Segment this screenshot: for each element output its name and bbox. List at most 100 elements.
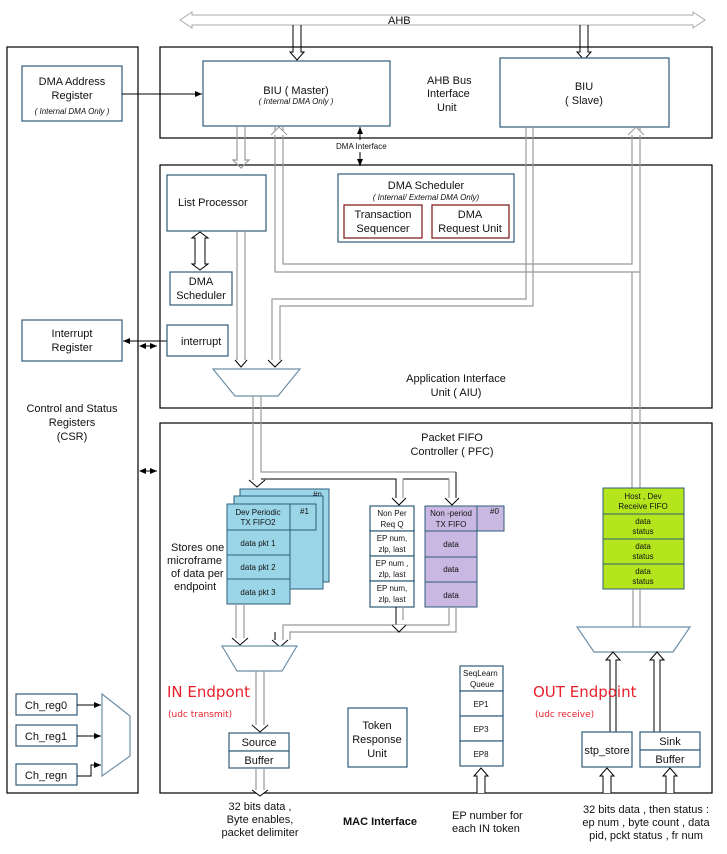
- svg-text:Host , Dev: Host , Dev: [624, 492, 661, 501]
- ahb-bus: AHB: [179, 11, 706, 29]
- periodic-fifo-arrowhead: [248, 479, 266, 488]
- svg-text:microframe: microframe: [167, 555, 222, 567]
- list-processor: List Processor: [166, 174, 267, 232]
- biu-slave: BIU ( Slave): [499, 57, 670, 128]
- seqlearn-row: [459, 690, 504, 717]
- svg-text:Byte enables,: Byte enables,: [227, 814, 294, 826]
- aiu-mux: [211, 368, 302, 397]
- svg-text:AHB Bus: AHB Bus: [427, 75, 472, 87]
- biu-master: BIU ( Master) ( Internal DMA Only ): [202, 60, 391, 127]
- svg-text:EP num,: EP num,: [377, 584, 408, 593]
- sink-buffer-up-arrow: [648, 651, 666, 732]
- aiu-title: Application Interface Unit ( AIU): [406, 373, 506, 399]
- out-endpoint-mux: [575, 626, 692, 653]
- stp-store: stp_store: [581, 731, 633, 768]
- svg-text:32 bits data ,: 32 bits data ,: [229, 801, 292, 813]
- sink-buffer-in-arrow: [661, 767, 679, 793]
- svg-text:( Internal DMA Only ): ( Internal DMA Only ): [35, 107, 110, 116]
- svg-text:Interface: Interface: [427, 88, 470, 100]
- svg-text:EP3: EP3: [473, 725, 489, 734]
- svg-text:Req Q: Req Q: [380, 520, 403, 529]
- svg-text:stp_store: stp_store: [584, 745, 629, 757]
- svg-text:Dev Periodic: Dev Periodic: [235, 508, 280, 517]
- svg-text:zlp, last: zlp, last: [378, 545, 406, 554]
- transaction-sequencer: Transaction Sequencer: [343, 204, 423, 239]
- svg-text:Unit ( AIU): Unit ( AIU): [431, 387, 482, 399]
- svg-text:zlp, last: zlp, last: [378, 595, 406, 604]
- in-endpoint-title: IN Endpont: [167, 683, 250, 701]
- svg-text:data: data: [635, 517, 651, 526]
- svg-text:ep num , byte count , data: ep num , byte count , data: [582, 817, 710, 829]
- svg-text:#1: #1: [300, 507, 309, 516]
- svg-text:Application Interface: Application Interface: [406, 373, 506, 385]
- receive-fifo-row: [602, 563, 685, 590]
- master-to-list-processor-arrow: [231, 127, 251, 169]
- svg-text:Non Per: Non Per: [377, 509, 407, 518]
- interrupt-block: interrupt: [166, 324, 229, 357]
- aiu-frame: [159, 164, 713, 409]
- nonper-req-row: [369, 580, 415, 608]
- svg-text:Scheduler: Scheduler: [176, 290, 226, 302]
- nonperiod-fifo-out-pipe: [282, 607, 450, 640]
- svg-text:zlp, last: zlp, last: [378, 570, 406, 579]
- svg-text:SeqLearn: SeqLearn: [463, 669, 498, 678]
- nonperiod-fifo-row: [424, 530, 478, 558]
- pfc-title: Packet FIFO Controller ( PFC): [410, 432, 493, 458]
- pfc-frame: [159, 422, 713, 794]
- receive-fifo: Host , Dev Receive FIFO data status data…: [602, 487, 685, 590]
- periodic-tx-fifo-stack: #n #1 Dev Periodic TX FIFO2 data pkt 1 d…: [226, 488, 330, 605]
- periodic-tx-fifo: #1 Dev Periodic TX FIFO2 data pkt 1 data…: [226, 503, 317, 605]
- master-slave-loop: [274, 127, 641, 273]
- sink-buffer: Sink Buffer: [639, 731, 701, 768]
- in-endpoint-subtitle: (udc transmit): [168, 710, 232, 720]
- svg-text:BIU: BIU: [575, 81, 593, 93]
- svg-text:interrupt: interrupt: [181, 336, 221, 348]
- channel-register-0: Ch_reg0: [15, 693, 78, 716]
- svg-text:Request Unit: Request Unit: [438, 223, 502, 235]
- ch-regn-arrow: [77, 762, 101, 777]
- nonper-req-row: [369, 530, 415, 557]
- svg-text:EP number for: EP number for: [452, 810, 523, 822]
- periodic-fifo-in-mux-arrowhead: [231, 637, 249, 646]
- mac-interface-label: MAC Interface: [343, 816, 417, 828]
- token-response-unit: Token Response Unit: [347, 707, 408, 768]
- svg-text:pid, pckt status , fr num: pid, pckt status , fr num: [589, 830, 703, 842]
- svg-text:data: data: [635, 542, 651, 551]
- svg-text:( Internal DMA Only ): ( Internal DMA Only ): [259, 97, 334, 106]
- svg-text:Control and Status: Control and Status: [26, 403, 118, 415]
- svg-text:Sink: Sink: [659, 736, 681, 748]
- svg-text:(CSR): (CSR): [57, 431, 88, 443]
- svg-text:( Slave): ( Slave): [565, 95, 603, 107]
- nonperiod-fifo-out-pipe-inner: [289, 607, 457, 640]
- svg-text:Sequencer: Sequencer: [356, 223, 410, 235]
- svg-text:#0: #0: [490, 507, 499, 516]
- list-processor-scheduler-link: [190, 231, 210, 271]
- svg-text:Receive FIFO: Receive FIFO: [618, 502, 667, 511]
- svg-text:data pkt 1: data pkt 1: [240, 539, 276, 548]
- svg-text:Ch_reg0: Ch_reg0: [25, 700, 67, 712]
- seqlearn-row: [459, 740, 504, 767]
- svg-text:EP8: EP8: [473, 750, 489, 759]
- out-data-note: 32 bits data , then status : ep num , by…: [582, 804, 710, 842]
- svg-text:BIU ( Master): BIU ( Master): [263, 85, 328, 97]
- svg-text:DMA: DMA: [189, 276, 214, 288]
- stp-store-in-arrow: [598, 767, 616, 793]
- svg-text:DMA: DMA: [458, 209, 483, 221]
- svg-text:DMA Scheduler: DMA Scheduler: [388, 180, 465, 192]
- channel-register-1: Ch_reg1: [15, 724, 78, 747]
- svg-text:endpoint: endpoint: [174, 581, 216, 593]
- source-buffer: Source Buffer: [228, 732, 290, 769]
- nonperiod-tx-fifo: #0 Non -period TX FIFO data data data: [424, 505, 505, 608]
- in-endpoint-mux: [220, 645, 299, 672]
- svg-text:Queue: Queue: [470, 680, 495, 689]
- nonper-req-queue: Non Per Req Q EP num, zlp, last EP num ,…: [369, 505, 415, 608]
- nonper-req-down-arrowhead: [391, 624, 407, 633]
- svg-text:Response: Response: [352, 734, 402, 746]
- periodic-fifo-row: [226, 554, 291, 580]
- nonper-req-row: [369, 555, 415, 582]
- nonperiod-fifo-row: [424, 556, 478, 583]
- dma-request-unit: DMA Request Unit: [431, 204, 510, 239]
- svg-text:EP1: EP1: [473, 700, 489, 709]
- dma-scheduler-small: DMA Scheduler: [169, 271, 233, 306]
